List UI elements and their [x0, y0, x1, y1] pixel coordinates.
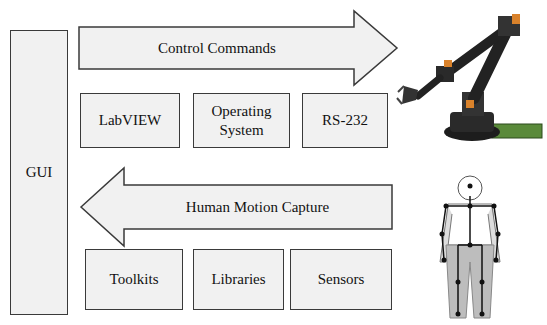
node-label: Control Commands — [158, 39, 276, 58]
capture-box: Sensors — [290, 249, 392, 310]
arrow-shape — [81, 168, 392, 246]
arrow-text-area: Human Motion Capture — [124, 185, 391, 229]
capture-arrow: Human Motion Capture — [80, 167, 393, 247]
software-box: LabVIEW — [80, 93, 180, 148]
node-label: Toolkits — [110, 270, 159, 289]
node-label: LabVIEW — [99, 111, 161, 130]
command-arrow: Control Commands — [78, 10, 398, 86]
node-label: Sensors — [318, 270, 365, 289]
arrow-text-area: Control Commands — [80, 27, 354, 69]
software-box: RS-232 — [302, 93, 388, 148]
capture-box: Toolkits — [85, 249, 183, 310]
node-label: GUI — [26, 163, 53, 182]
node-label: Libraries — [211, 270, 265, 289]
arrow-shape — [79, 11, 397, 85]
node-label: Human Motion Capture — [186, 198, 329, 217]
node-label: RS-232 — [322, 111, 368, 130]
human-figure — [440, 176, 501, 318]
gui-panel: GUI — [10, 30, 68, 315]
capture-box: Libraries — [193, 249, 284, 310]
robot-arm — [397, 14, 542, 141]
node-label: Operating System — [198, 102, 285, 140]
software-box: Operating System — [193, 93, 290, 148]
